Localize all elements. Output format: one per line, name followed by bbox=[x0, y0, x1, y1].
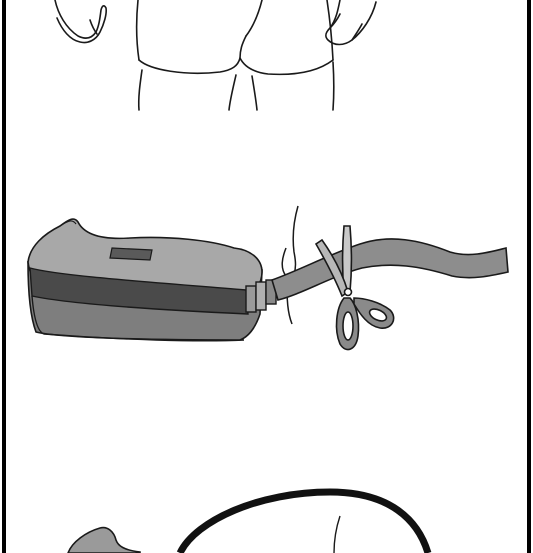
inner-right-leg bbox=[252, 76, 257, 110]
belt-label-patch bbox=[110, 248, 152, 260]
inner-left-leg bbox=[229, 75, 236, 110]
left-leg bbox=[139, 70, 142, 110]
left-hand-finger bbox=[90, 20, 97, 34]
buckle-part-mid bbox=[256, 282, 266, 310]
waist-curve bbox=[293, 206, 298, 274]
thumb-behind-strap bbox=[282, 248, 286, 276]
person-waist bbox=[282, 206, 298, 324]
person-side-line bbox=[334, 516, 340, 553]
right-hand-finger bbox=[330, 14, 340, 28]
left-hand bbox=[55, 0, 106, 43]
float-belt bbox=[28, 219, 262, 341]
belt-strap bbox=[272, 239, 508, 300]
dark-strap-loop bbox=[180, 492, 428, 553]
buckle-part-left bbox=[246, 286, 256, 312]
right-leg bbox=[333, 62, 334, 110]
belt-partial-bottom bbox=[68, 492, 428, 553]
shorts-outline bbox=[139, 58, 333, 74]
scissors-pivot bbox=[345, 289, 352, 296]
belt-partial-body bbox=[68, 528, 140, 553]
right-hand bbox=[326, 0, 376, 45]
left-torso-side bbox=[137, 0, 139, 60]
person-figure bbox=[55, 0, 376, 110]
shorts-seam bbox=[240, 36, 246, 58]
scissors-handle-left-hole bbox=[343, 312, 353, 340]
back-seam-right bbox=[246, 0, 262, 36]
